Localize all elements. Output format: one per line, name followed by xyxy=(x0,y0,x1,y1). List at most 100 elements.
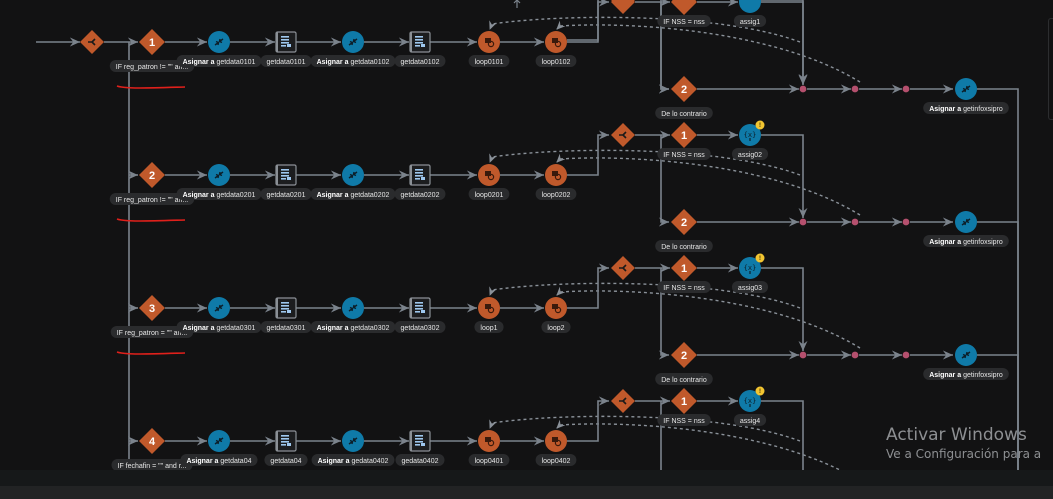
final-assign-node[interactable] xyxy=(955,344,977,366)
loop-node[interactable] xyxy=(545,297,567,319)
warning-icon[interactable] xyxy=(755,253,765,263)
get-data-node[interactable] xyxy=(409,164,431,186)
final-assign-node[interactable] xyxy=(955,78,977,100)
decision-shape[interactable] xyxy=(139,29,165,55)
data-list-line xyxy=(281,311,286,313)
assign-action-node[interactable] xyxy=(342,430,364,452)
label-value: IF reg_patron != "" an... xyxy=(116,197,189,204)
get-data-node[interactable] xyxy=(275,31,297,53)
step-label-text: getdata0202 xyxy=(401,192,440,199)
decision-shape[interactable] xyxy=(671,255,697,281)
connector-edge xyxy=(761,267,808,351)
sub-case-decision-2[interactable]: 2 xyxy=(671,342,697,368)
warning-badge[interactable]: ! xyxy=(755,253,765,263)
warning-icon[interactable] xyxy=(755,120,765,130)
sub-case-condition-label: IF NSS = nss xyxy=(657,414,711,426)
data-list-plug xyxy=(287,44,291,47)
warning-badge[interactable]: ! xyxy=(755,120,765,130)
assign-action-node[interactable] xyxy=(342,31,364,53)
sub-case-decision-1[interactable]: 1 xyxy=(671,388,697,414)
assign-variable-node[interactable] xyxy=(739,0,761,11)
loop-node[interactable] xyxy=(545,430,567,452)
sub-case-decision-1[interactable]: 1 xyxy=(671,255,697,281)
warning-badge[interactable]: ! xyxy=(755,386,765,396)
case-number: 1 xyxy=(681,396,687,408)
side-panel-toggle[interactable] xyxy=(1048,18,1053,120)
loop-node[interactable] xyxy=(545,164,567,186)
decision-shape[interactable] xyxy=(139,428,165,454)
assign-variable-node[interactable]: {x} xyxy=(739,257,761,279)
loop-node[interactable] xyxy=(478,31,500,53)
loop-icon-box xyxy=(552,38,558,43)
decision-shape[interactable] xyxy=(671,388,697,414)
parallel-split-decision[interactable] xyxy=(611,0,635,12)
assign-action-node[interactable] xyxy=(208,297,230,319)
sub-case-decision-2[interactable]: 2 xyxy=(671,76,697,102)
assign-action-node[interactable] xyxy=(208,31,230,53)
step-label-text: getdata0301 xyxy=(267,325,306,332)
sub-case-decision-1[interactable]: 1 xyxy=(671,122,697,148)
loop-icon-box xyxy=(485,38,491,43)
case-decision-1[interactable]: 1 xyxy=(139,29,165,55)
data-list-icon xyxy=(415,169,425,180)
assign-action-node[interactable] xyxy=(208,430,230,452)
decision-shape[interactable] xyxy=(671,342,697,368)
parallel-split-decision[interactable] xyxy=(611,389,635,413)
label-value: IF reg_patron != "" an... xyxy=(116,64,189,71)
assign-variable-node-shape[interactable] xyxy=(739,257,761,279)
scroll-up-arrow-icon[interactable] xyxy=(513,0,521,8)
decision-shape[interactable] xyxy=(139,295,165,321)
loop-icon xyxy=(485,38,495,48)
decision-shape[interactable] xyxy=(139,162,165,188)
loop-node[interactable] xyxy=(478,164,500,186)
entry-split-decision[interactable] xyxy=(80,30,104,54)
case-decision-2[interactable]: 2 xyxy=(139,162,165,188)
loop-node[interactable] xyxy=(478,297,500,319)
get-data-node[interactable] xyxy=(409,31,431,53)
assign-variable-node[interactable]: {x} xyxy=(739,124,761,146)
step-label-text: loop1 xyxy=(480,325,497,332)
warning-icon[interactable] xyxy=(755,386,765,396)
case-number: 2 xyxy=(681,350,687,362)
loop-node[interactable] xyxy=(545,31,567,53)
variable-icon: {x} xyxy=(744,264,756,274)
get-data-node[interactable] xyxy=(275,164,297,186)
assign-icon-stroke xyxy=(214,437,224,445)
step-label-text: Asignar a gedata0402 xyxy=(318,458,389,465)
decision-shape[interactable] xyxy=(671,76,697,102)
sub-case-decision-1[interactable] xyxy=(672,0,696,12)
get-data-node[interactable] xyxy=(275,430,297,452)
data-list-icon xyxy=(281,302,291,313)
final-assign-label-text: Asignar a getinfoxsipro xyxy=(929,372,1003,379)
assign-action-node[interactable] xyxy=(208,164,230,186)
data-list-line xyxy=(415,444,420,446)
label-value: IF NSS = nss xyxy=(663,19,705,26)
fork-icon xyxy=(619,264,627,272)
get-data-node[interactable] xyxy=(409,297,431,319)
assign-action-node[interactable] xyxy=(342,297,364,319)
parallel-split-decision[interactable] xyxy=(611,256,635,280)
decision-shape[interactable] xyxy=(671,209,697,235)
step-label-bg xyxy=(535,55,577,67)
case-number: 4 xyxy=(149,436,156,448)
get-data-node[interactable] xyxy=(409,430,431,452)
sub-case-decision-2[interactable]: 2 xyxy=(671,209,697,235)
sub-case-condition-label-text: De lo contrario xyxy=(661,377,707,384)
label-value: loop1 xyxy=(480,325,497,332)
decision-shape[interactable] xyxy=(671,122,697,148)
final-assign-node[interactable] xyxy=(955,211,977,233)
assign-variable-node[interactable]: {x} xyxy=(739,390,761,412)
assign-variable-node-shape[interactable] xyxy=(739,124,761,146)
case-decision-3[interactable]: 3 xyxy=(139,295,165,321)
case-decision-4[interactable]: 4 xyxy=(139,428,165,454)
loop-node[interactable] xyxy=(478,430,500,452)
parallel-split-decision[interactable] xyxy=(611,123,635,147)
label-value: getdata0101 xyxy=(267,59,306,66)
merge-point xyxy=(902,351,910,359)
assign-action-node[interactable] xyxy=(342,164,364,186)
assign-variable-node-shape[interactable] xyxy=(739,390,761,412)
get-data-node[interactable] xyxy=(275,297,297,319)
label-value: loop0402 xyxy=(542,458,571,465)
label-value: getdata0201 xyxy=(267,192,306,199)
